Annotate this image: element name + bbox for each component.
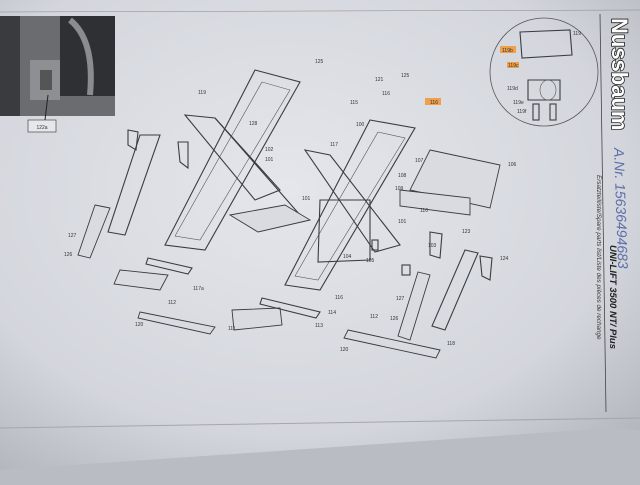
detail-label: 119 <box>573 31 581 37</box>
part-label: 102 <box>265 147 274 153</box>
part-label: 112 <box>168 300 176 306</box>
detail-label: 119d <box>507 86 518 92</box>
part-label: 124 <box>500 256 509 262</box>
highlight-116 <box>425 98 441 105</box>
part-label: 116 <box>382 91 390 97</box>
part-label: 115 <box>350 100 358 106</box>
part-label: 114 <box>328 310 336 316</box>
part-label: 110 <box>420 208 428 214</box>
part-label: 123 <box>462 229 471 235</box>
part-label: 118 <box>447 341 455 347</box>
part-label: 120 <box>340 347 349 353</box>
photo-callout-label: 122a <box>36 125 47 131</box>
part-label: 116 <box>335 295 343 301</box>
part-label: 106 <box>508 162 517 168</box>
part-label: 126 <box>390 316 399 322</box>
handwritten-order-number: A.Nr. 15636494683 <box>611 147 631 270</box>
brand-logo: Nussbaum <box>607 18 632 130</box>
part-label: 103 <box>428 243 437 249</box>
scissor-arm-left <box>77 69 321 335</box>
part-label: 128 <box>249 121 258 127</box>
part-label: 111 <box>228 326 236 332</box>
part-label: 101 <box>265 157 274 163</box>
detail-label: 119e <box>513 100 524 106</box>
part-label: 108 <box>398 173 407 179</box>
document-title: Ersatzteilliste/Spare parts list/Liste d… <box>595 175 602 340</box>
part-labels: 125 121 125 116 116 115 119 100 128 102 … <box>64 59 517 353</box>
part-label: 107 <box>415 158 424 164</box>
photo-inset: 122a <box>0 16 115 133</box>
part-label: 127 <box>396 296 405 302</box>
part-label: 120 <box>135 322 144 328</box>
part-label: 100 <box>356 122 365 128</box>
part-label: 125 <box>401 73 410 79</box>
part-label: 121 <box>375 77 384 83</box>
part-label: 119 <box>198 90 206 96</box>
part-label: 117a <box>193 286 204 292</box>
highlight-119c <box>507 62 519 68</box>
part-label: 109 <box>395 186 404 192</box>
part-label: 101 <box>302 196 311 202</box>
part-label: 126 <box>64 252 73 258</box>
paper-sheet <box>0 0 640 470</box>
detail-label: 119b <box>502 48 513 54</box>
model-title: UNI-LIFT 3500 NT/ Plus <box>607 245 618 349</box>
part-label: 112 <box>370 314 378 320</box>
part-label: 117 <box>330 142 338 148</box>
detail-label: 119c <box>508 63 519 69</box>
scissor-arm-right <box>284 98 501 359</box>
detail-label: 119f <box>517 109 527 115</box>
part-label: 125 <box>315 59 324 65</box>
part-label: 116 <box>430 100 438 106</box>
part-label: 104 <box>343 254 352 260</box>
part-label: 101 <box>398 219 407 225</box>
highlight-119b <box>500 46 516 53</box>
detail-circle: 119 119b 119c 119d 119e 119f 119a <box>489 17 599 127</box>
part-label: 113 <box>315 323 323 329</box>
part-label: 127 <box>68 233 77 239</box>
part-label: 105 <box>366 258 375 264</box>
